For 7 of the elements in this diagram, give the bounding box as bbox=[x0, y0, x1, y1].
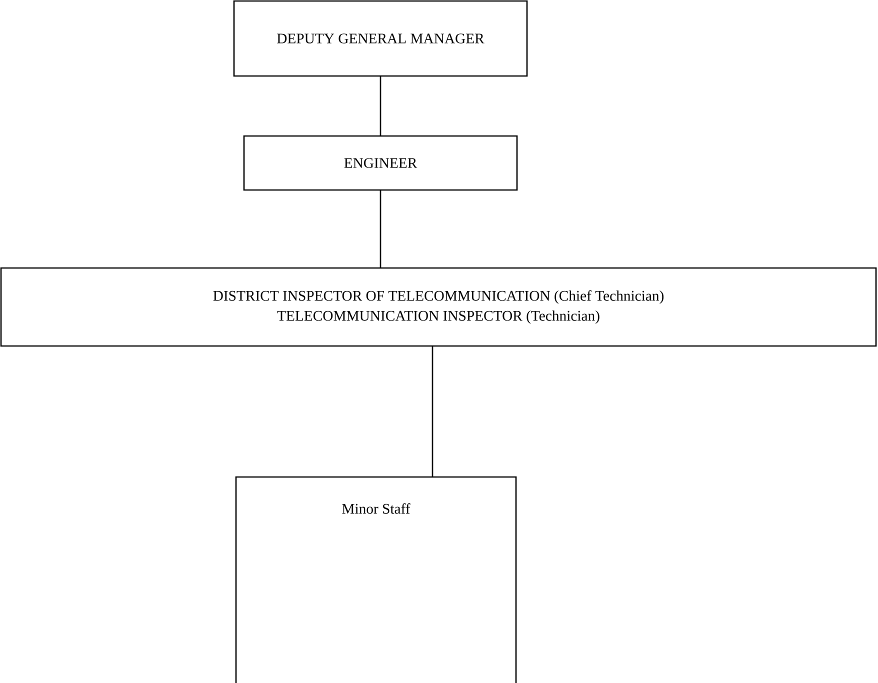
connector-line bbox=[380, 190, 382, 268]
org-box: DISTRICT INSPECTOR OF TELECOMMUNICATION (Chief Technician) TELECOMMUNICATION INSPECTOR (Technician) bbox=[0, 267, 877, 347]
connector-line bbox=[432, 346, 434, 477]
org-box: Minor Staff bbox=[235, 476, 517, 683]
connector-line bbox=[380, 76, 382, 136]
org-box: DEPUTY GENERAL MANAGER bbox=[233, 0, 528, 77]
org-box: ENGINEER bbox=[243, 135, 518, 191]
